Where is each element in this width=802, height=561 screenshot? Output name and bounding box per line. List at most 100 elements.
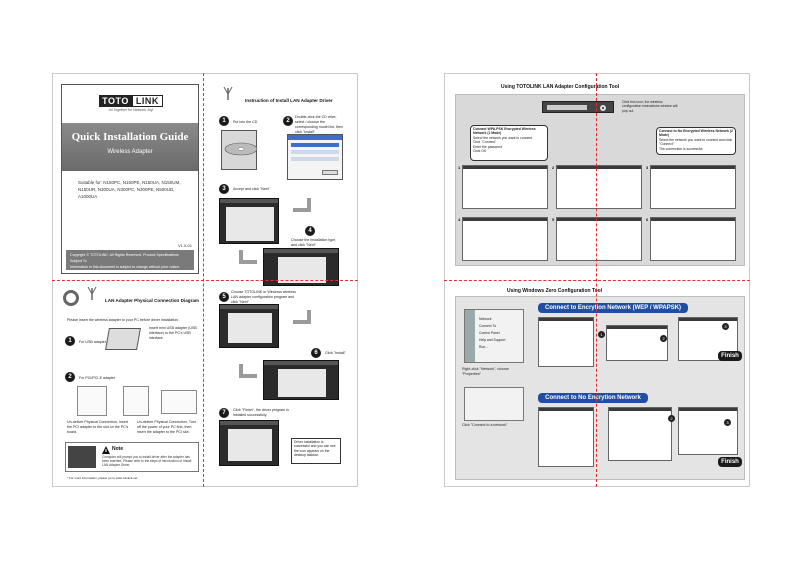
step-4-text: Choose the installation type, and click …: [291, 238, 337, 247]
connection-intro: Please insert the wireless adapter to yo…: [67, 318, 180, 322]
cover-title-band: Quick Installation Guide Wireless Adapte…: [62, 123, 198, 171]
tool-step-5-label: 5: [552, 217, 555, 222]
usb-step-badge: 1: [65, 336, 75, 346]
brand-tagline: All Together for Network Joy!: [108, 108, 154, 112]
copyright-box: Copyright © TOTOLINK. All Rights Reserve…: [66, 250, 194, 270]
license-screenshot: [219, 198, 279, 244]
notice-text: Information in this document is subject …: [70, 265, 181, 269]
wpa-line-2: Click "Connect": [473, 140, 497, 145]
config-program-screenshot: [219, 304, 279, 348]
enc-network-list-shot: [538, 317, 594, 367]
enc-key-shot: [606, 325, 668, 361]
usb-note: Insert mini USB adapter (USB interface) …: [149, 326, 197, 340]
cd-drive-illustration: [221, 130, 258, 170]
start-item-network[interactable]: Network: [479, 317, 492, 321]
start-item-control[interactable]: Control Panel: [479, 331, 500, 335]
step-6-text: Click "Install": [325, 351, 346, 355]
warning-icon: [102, 446, 110, 454]
pci-slot-illustration: [123, 386, 149, 416]
step-7-badge: 7: [219, 408, 229, 418]
fold-line-horizontal-left: [52, 280, 358, 281]
note-title: Note: [112, 446, 124, 452]
tool-step-4-shot: [462, 217, 548, 261]
taskbar-shot: [542, 101, 614, 113]
encryption-banner: Connect to Encrytion Network (WEP / WPAP…: [538, 303, 688, 313]
wireless-tray-icon[interactable]: [599, 104, 607, 112]
arrow-icon: [239, 250, 257, 264]
antenna-icon: [223, 86, 233, 100]
fold-line-horizontal-right: [444, 280, 750, 281]
open-mode-head: Connect to No Encrypted Wireless Network…: [659, 129, 733, 138]
open-line-1: Select the network you want to connect a…: [659, 137, 733, 147]
install-screenshot: [263, 360, 339, 400]
finish-badge-2: Finish: [718, 457, 742, 467]
start-item-connect[interactable]: Connect To: [479, 324, 497, 328]
open-connect-shot: [608, 407, 672, 461]
tool-step-1-shot: [462, 165, 548, 209]
wpa-mode-head: Connect WPA-PSK Encrypted Wireless Netwo…: [473, 127, 536, 136]
tool-step-2-label: 2: [552, 165, 555, 170]
pci-label: For PCI/PCI-E adapter: [79, 376, 116, 380]
wpa-line-4: Click OK: [473, 149, 487, 154]
tool-step-3-label: 3: [646, 165, 649, 170]
wpa-mode-box: Connect WPA-PSK Encrypted Wireless Netwo…: [470, 125, 548, 161]
tool-step-3-shot: [650, 165, 736, 209]
step-5-text: Choose TOTOLINK or Windows wireless LAN …: [231, 290, 296, 304]
arrow-icon: [293, 198, 311, 212]
guide-title: Quick Installation Guide: [71, 131, 189, 143]
arrow-icon: [239, 364, 257, 378]
wpa-line-1: Select the network you want to connect: [473, 135, 532, 140]
pci-note-left: Un-deliver Physical Connection, Insert t…: [67, 420, 129, 434]
start-menu-shot: Network Connect To Control Panel Help an…: [464, 309, 524, 363]
start-item-help[interactable]: Help and Support: [479, 338, 506, 342]
brand-right: LINK: [131, 95, 163, 107]
step-5-badge: 5: [219, 292, 229, 302]
tool-step-4-label: 4: [458, 217, 461, 222]
finish-screenshot: [219, 420, 279, 466]
connection-title: LAN Adapter Physical Connection Diagram: [105, 298, 200, 303]
connect-network-instruction: Click "Connect to a network": [462, 423, 508, 427]
pci-note-right: Un-deliver Physical Connection, Turn off…: [137, 420, 197, 434]
no-encryption-banner: Connect to No Encrytion Network: [538, 393, 648, 403]
pci-step-badge: 2: [65, 372, 75, 382]
step-1-badge: 1: [219, 116, 229, 126]
open-line-2: The connection is successful: [659, 146, 703, 151]
arrow-icon: [293, 310, 311, 324]
step-7-text: Click "Finish", the driver program is in…: [233, 408, 289, 417]
cd-icon: [224, 142, 258, 156]
guide-subtitle: Wireless Adapter: [107, 149, 153, 155]
enc-step-2: 2: [660, 335, 667, 342]
right-page: Using TOTOLINK LAN Adapter Configuration…: [444, 73, 750, 487]
totolink-tool-panel: Click this icon, the wireless configurat…: [455, 94, 745, 266]
step-6-badge: 6: [311, 348, 321, 358]
cover-panel: TOTO LINK All Together for Network Joy! …: [61, 84, 199, 274]
windows-tool-title: Using Windows Zero Configuration Tool: [507, 288, 603, 294]
pci-card-illustration: [161, 390, 197, 414]
enc-step-3: 3: [722, 323, 729, 330]
step-4-badge: 4: [305, 226, 315, 236]
network-center-shot: [464, 387, 524, 421]
install-type-screenshot: [263, 248, 339, 286]
install-title: Instruction of Install LAN Adapter Drive…: [245, 98, 333, 103]
enc-step-1: 1: [598, 331, 605, 338]
brand-left: TOTO: [99, 95, 132, 107]
step-3-badge: 3: [219, 184, 229, 194]
gear-icon: [63, 290, 79, 306]
wpa-line-3: Enter the password: [473, 144, 503, 149]
tray-callout: Click this icon, the wireless configurat…: [622, 100, 678, 113]
tool-step-6-shot: [650, 217, 736, 261]
start-item-run[interactable]: Run...: [479, 345, 489, 349]
footer-text: * For more information, please go to www…: [67, 476, 138, 480]
antenna-icon: [87, 286, 97, 300]
tool-step-1-label: 1: [458, 165, 461, 170]
open-network-list-shot: [538, 407, 594, 467]
step-3-text: Accept and click "Next": [233, 187, 270, 191]
windows-tool-panel: Network Connect To Control Panel Help an…: [455, 296, 745, 480]
note-text: Computer will prompt you to install driv…: [102, 455, 192, 467]
version-label: V1.0-01: [177, 243, 192, 248]
step-2-text: Double-click the CD drive, select / choo…: [295, 115, 343, 134]
step-7-note: Driver installation is successful and yo…: [291, 438, 341, 464]
finish-badge-1: Finish: [718, 351, 742, 361]
suitable-models: Suitable for: N150PC, N150PE, N150UA, N1…: [78, 180, 181, 199]
tool-step-5-shot: [556, 217, 642, 261]
